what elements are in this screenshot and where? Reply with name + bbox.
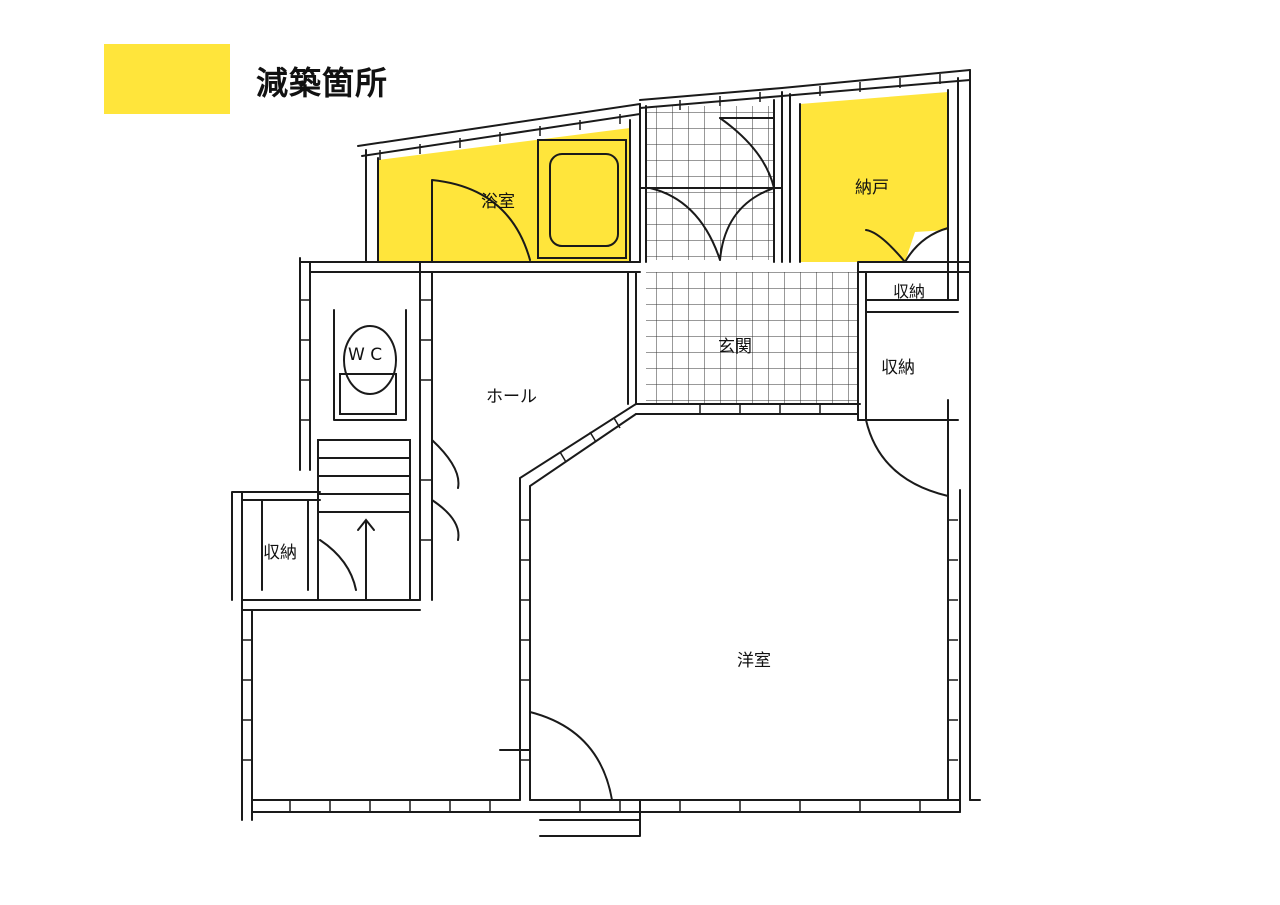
room-label-western-room: 洋室 bbox=[737, 651, 771, 671]
room-label-storage-right: 収納 bbox=[881, 358, 915, 378]
room-label-storeroom: 納戸 bbox=[855, 178, 889, 198]
room-label-storage-top: 収納 bbox=[893, 282, 925, 301]
highlight-bath bbox=[378, 128, 630, 262]
room-label-entrance: 玄関 bbox=[718, 337, 752, 357]
room-label-bath: 浴室 bbox=[481, 192, 515, 212]
walls bbox=[231, 69, 981, 837]
tile-entrance bbox=[646, 272, 858, 404]
legend-label: 減築箇所 bbox=[256, 64, 389, 102]
room-label-storage-left: 収納 bbox=[263, 543, 297, 563]
highlight-storeroom bbox=[800, 92, 948, 262]
wall-hatching bbox=[242, 74, 958, 812]
legend-swatch bbox=[104, 44, 230, 114]
room-label-hall: ホール bbox=[486, 387, 537, 407]
room-label-wc: W C bbox=[348, 345, 382, 365]
